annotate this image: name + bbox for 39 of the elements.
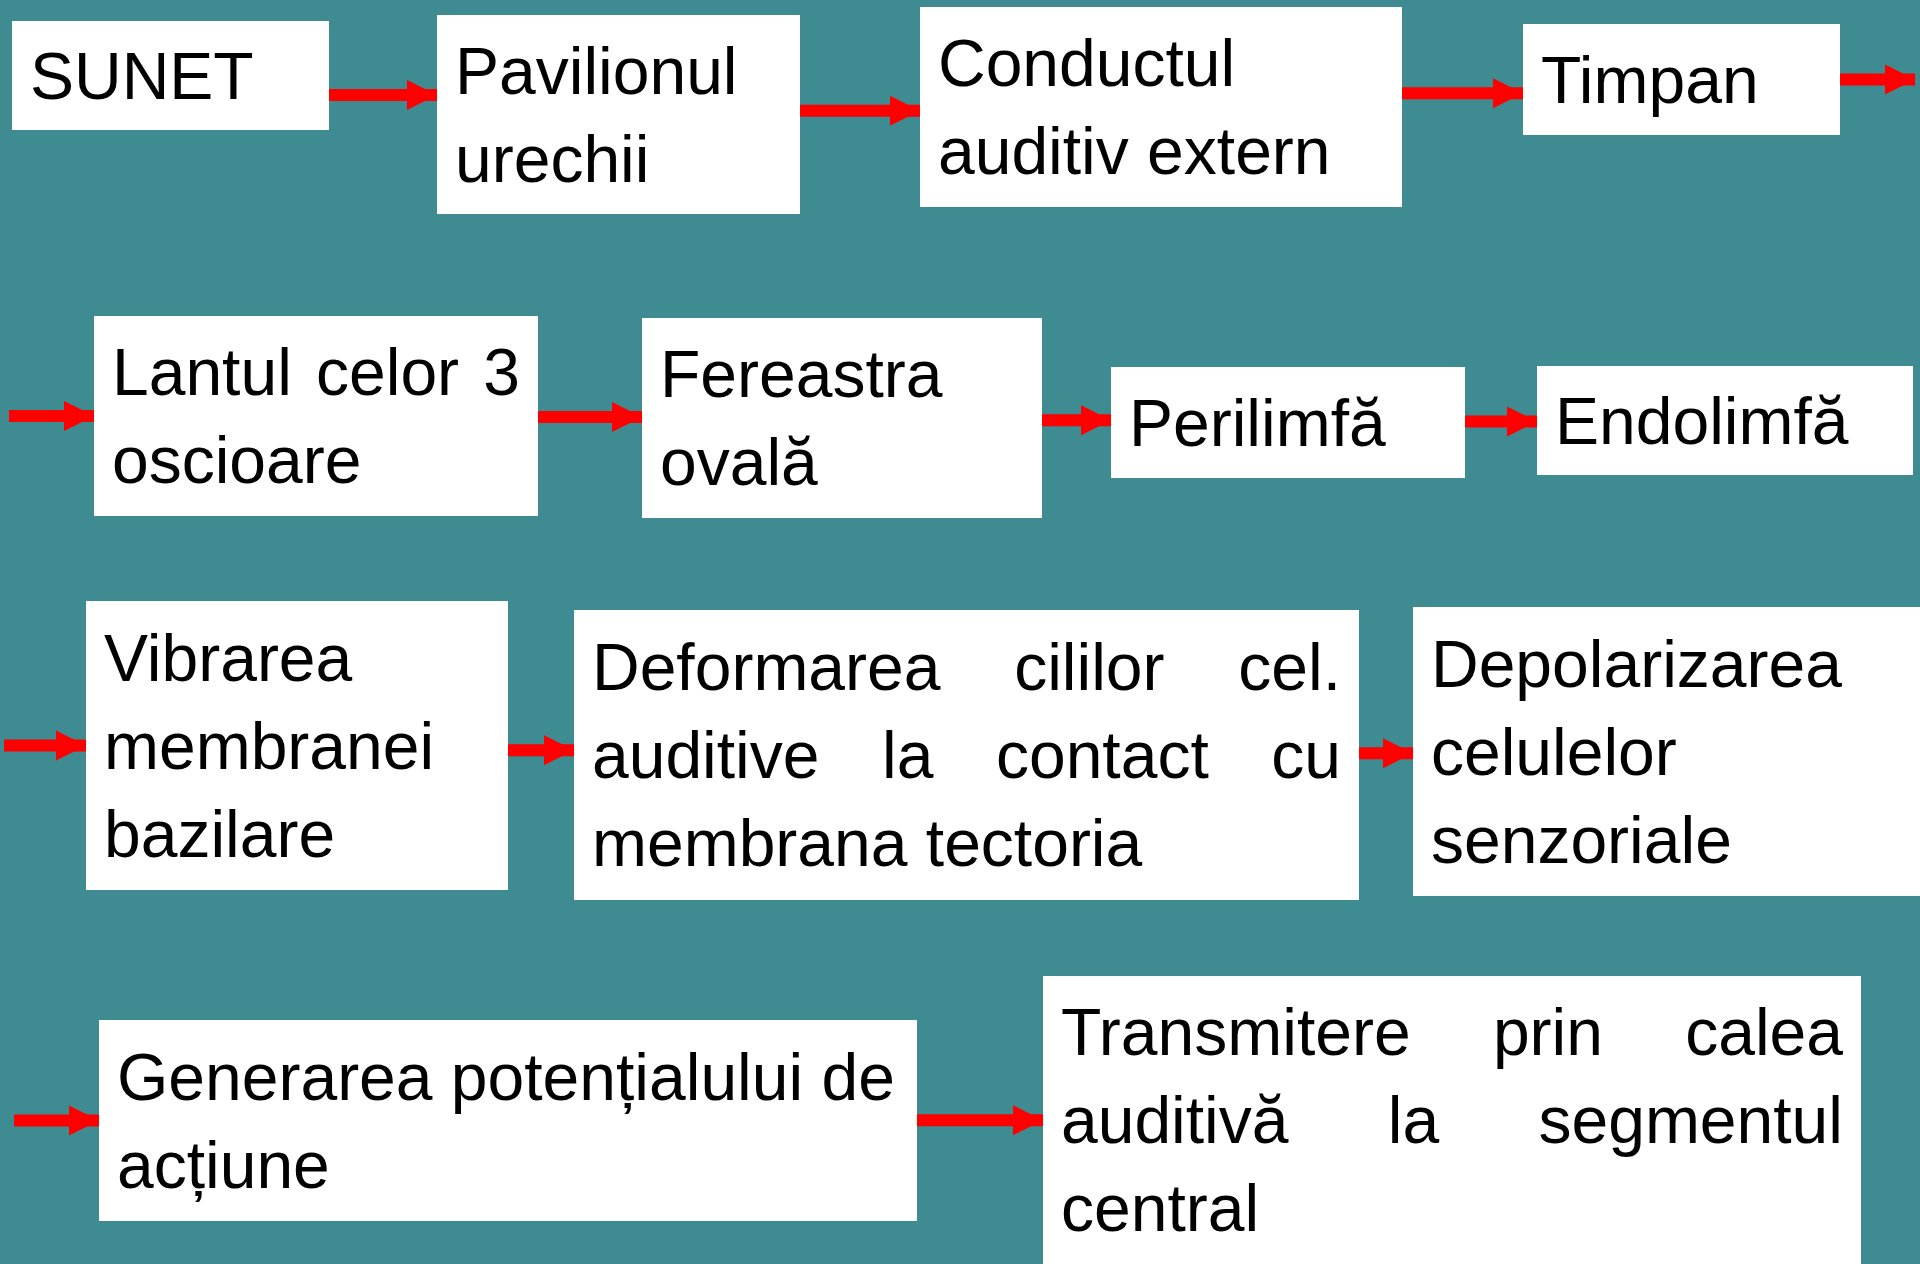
process-box — [99, 1020, 917, 1221]
process-box — [94, 316, 538, 516]
box-label: Deformarea cililor cel. auditive la contact cu membrana tectoria — [592, 629, 1341, 882]
box-label: Perilimfă — [1129, 384, 1387, 462]
arrow — [1465, 406, 1537, 437]
arrow — [1359, 738, 1413, 769]
box-label: Fereastra ovală — [660, 336, 944, 501]
process-box — [1523, 24, 1840, 135]
process-box — [437, 15, 800, 214]
arrow — [1402, 78, 1523, 109]
arrow — [917, 1105, 1043, 1136]
process-box — [574, 610, 1359, 900]
process-box — [12, 21, 329, 130]
process-box — [1043, 976, 1861, 1264]
arrow — [14, 1105, 99, 1136]
box-label: Transmitere prin calea auditivă la segmentul central — [1061, 994, 1843, 1247]
process-box — [86, 601, 508, 890]
process-box — [1413, 607, 1920, 896]
box-label: Pavilionul urechii — [455, 32, 739, 198]
arrow — [329, 80, 437, 110]
arrow — [538, 402, 642, 432]
arrow — [800, 95, 920, 126]
process-box — [1111, 367, 1465, 478]
process-box — [642, 318, 1042, 518]
arrow — [1840, 64, 1915, 95]
box-label: Depolarizarea celulelor senzoriale — [1431, 625, 1843, 879]
process-box — [1537, 366, 1913, 475]
arrow — [4, 730, 86, 761]
box-label: Vibrarea membranei bazilare — [104, 619, 436, 873]
process-box — [920, 7, 1402, 207]
box-label: Lantul celor 3 oscioare — [112, 334, 520, 499]
box-label: Generarea potențialului de acțiune — [117, 1038, 896, 1204]
arrow — [9, 401, 94, 431]
arrow — [1042, 405, 1111, 436]
arrow — [508, 735, 574, 766]
box-label: Timpan — [1541, 41, 1760, 119]
box-label: SUNET — [30, 37, 255, 115]
box-label: Endolimfă — [1555, 382, 1850, 460]
box-label: Conductul auditiv extern — [938, 25, 1332, 190]
